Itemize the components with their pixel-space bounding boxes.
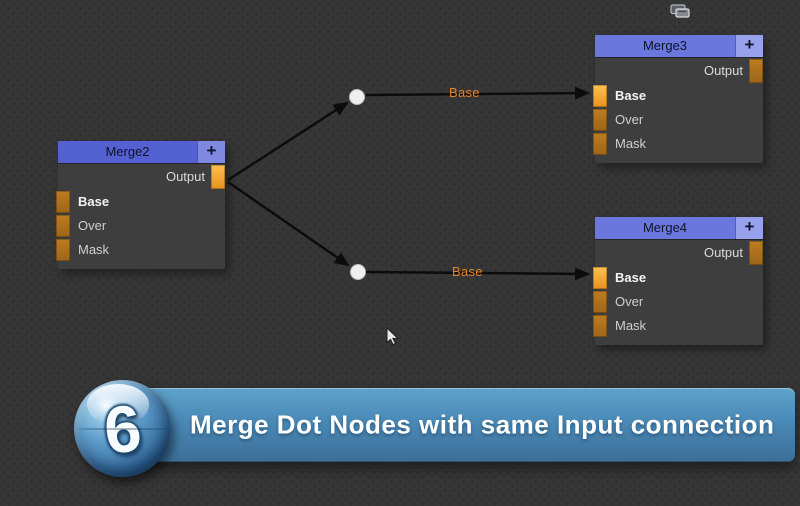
input-port-mask[interactable]	[593, 315, 607, 337]
wire-dot2-to-merge4-base[interactable]	[365, 267, 590, 281]
dot-node-1[interactable]	[349, 89, 365, 105]
input-label-base: Base	[78, 194, 110, 209]
node-body: Output Base Over Mask	[593, 58, 763, 163]
wire-label-base-bottom: Base	[452, 264, 483, 279]
output-row: Output	[595, 240, 763, 266]
output-row: Output	[595, 58, 763, 84]
input-port-base[interactable]	[56, 191, 70, 213]
node-merge4[interactable]: Merge4 + Output Base Over Mask	[593, 217, 763, 345]
input-row-over: Over	[56, 214, 225, 238]
output-label: Output	[165, 169, 205, 184]
caption-banner: Merge Dot Nodes with same Input connecti…	[100, 388, 795, 462]
input-row-mask: Mask	[593, 132, 763, 156]
dot-node-2[interactable]	[350, 264, 366, 280]
input-port-mask[interactable]	[56, 239, 70, 261]
copy-paste-icon	[670, 4, 690, 18]
input-label-over: Over	[615, 294, 644, 309]
node-merge3-titlebar[interactable]: Merge3 +	[595, 35, 763, 58]
add-input-button[interactable]: +	[735, 35, 763, 57]
output-port[interactable]	[749, 59, 763, 83]
input-label-mask: Mask	[615, 318, 647, 333]
input-row-mask: Mask	[593, 314, 763, 338]
input-label-over: Over	[615, 112, 644, 127]
step-number: 6	[100, 389, 145, 468]
output-label: Output	[703, 245, 743, 260]
input-row-base: Base	[56, 190, 225, 214]
input-row-over: Over	[593, 290, 763, 314]
input-port-over[interactable]	[56, 215, 70, 237]
step-number-badge: 6	[74, 380, 171, 477]
input-port-over[interactable]	[593, 109, 607, 131]
input-label-mask: Mask	[615, 136, 647, 151]
wire-merge2-to-dot2[interactable]	[227, 180, 350, 267]
node-title: Merge4	[595, 217, 735, 239]
node-merge4-titlebar[interactable]: Merge4 +	[595, 217, 763, 240]
input-label-base: Base	[615, 88, 647, 103]
output-port[interactable]	[749, 241, 763, 265]
input-port-over[interactable]	[593, 291, 607, 313]
input-port-base[interactable]	[593, 267, 607, 289]
input-label-mask: Mask	[78, 242, 110, 257]
input-row-mask: Mask	[56, 238, 225, 262]
input-row-over: Over	[593, 108, 763, 132]
node-title: Merge2	[58, 141, 197, 163]
add-input-button[interactable]: +	[735, 217, 763, 239]
input-row-base: Base	[593, 266, 763, 290]
caption-title: Merge Dot Nodes with same Input connecti…	[190, 409, 775, 440]
output-row: Output	[58, 164, 225, 190]
node-merge3[interactable]: Merge3 + Output Base Over Mask	[593, 35, 763, 163]
input-port-base[interactable]	[593, 85, 607, 107]
wire-merge2-to-dot1[interactable]	[227, 101, 349, 182]
input-label-over: Over	[78, 218, 107, 233]
add-input-button[interactable]: +	[197, 141, 225, 163]
node-body: Output Base Over Mask	[593, 240, 763, 345]
input-label-base: Base	[615, 270, 647, 285]
node-title: Merge3	[595, 35, 735, 57]
wire-dot1-to-merge3-base[interactable]	[365, 86, 590, 100]
output-label: Output	[703, 63, 743, 78]
node-merge2[interactable]: Merge2 + Output Base Over Mask	[56, 141, 225, 269]
arrow-cursor-icon	[386, 327, 399, 346]
node-body: Output Base Over Mask	[56, 164, 225, 269]
input-row-base: Base	[593, 84, 763, 108]
wire-label-base-top: Base	[449, 85, 480, 100]
node-merge2-titlebar[interactable]: Merge2 +	[58, 141, 225, 164]
output-port[interactable]	[211, 165, 225, 189]
input-port-mask[interactable]	[593, 133, 607, 155]
